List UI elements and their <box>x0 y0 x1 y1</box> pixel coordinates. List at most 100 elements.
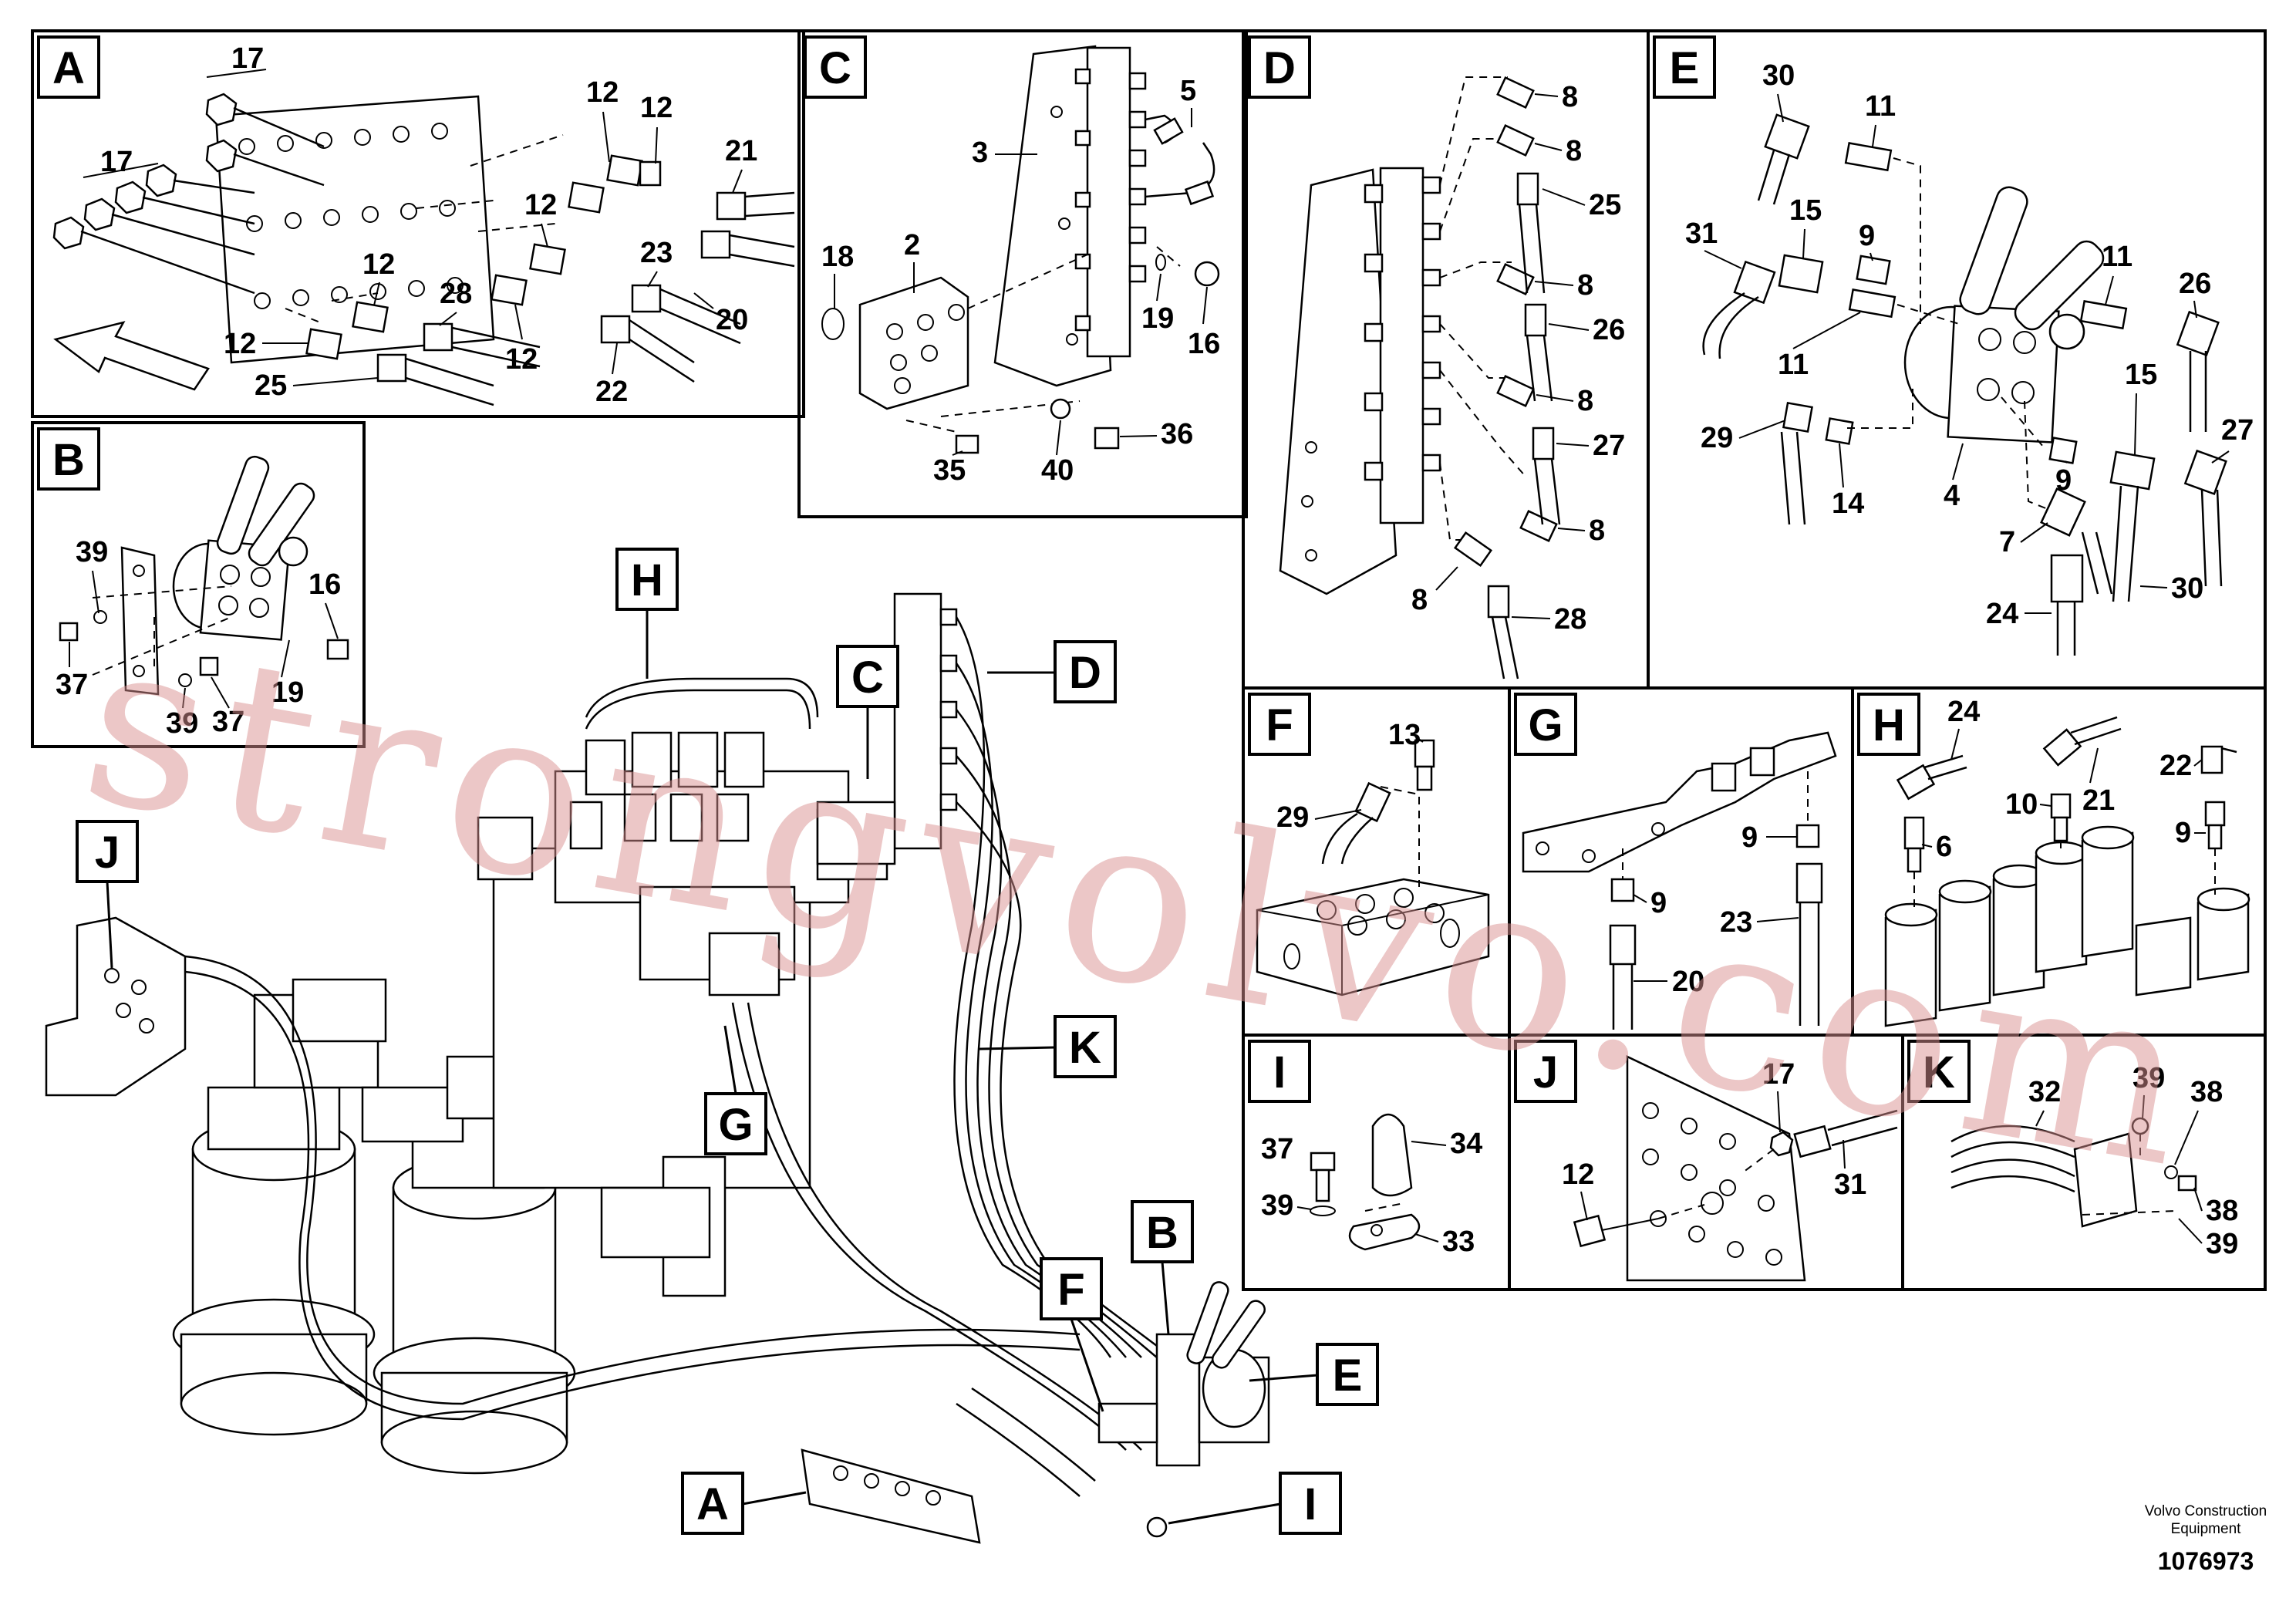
panel-j-plate <box>1626 1055 1806 1282</box>
panel-d-valve-block <box>1364 167 1441 524</box>
svg-text:9: 9 <box>1859 220 1875 252</box>
svg-text:26: 26 <box>1593 314 1625 346</box>
svg-text:39: 39 <box>166 707 198 740</box>
panel-d-label: D <box>1263 43 1296 93</box>
panel-h-label: H <box>1873 700 1905 750</box>
svg-text:39: 39 <box>1261 1189 1293 1222</box>
svg-text:4: 4 <box>1944 480 1960 512</box>
main-pilot-valve <box>1097 1281 1270 1538</box>
panel-d: D 8 8 <box>1242 29 1650 690</box>
svg-text:25: 25 <box>255 369 287 402</box>
svg-text:C: C <box>851 653 884 703</box>
panel-k: K 39 32 38 38 39 <box>1901 1034 2267 1291</box>
svg-text:27: 27 <box>2221 414 2254 447</box>
panel-i-label: I <box>1273 1047 1286 1098</box>
svg-text:I: I <box>1304 1479 1317 1529</box>
panel-d-hoses <box>1487 172 1561 679</box>
svg-text:G: G <box>718 1100 753 1150</box>
company-line-2: Equipment <box>2171 1521 2242 1537</box>
main-hoses <box>184 616 1173 1497</box>
panel-c-label: C <box>819 43 851 93</box>
panel-k-hose-bundle <box>1950 1125 2075 1193</box>
svg-text:36: 36 <box>1161 418 1193 450</box>
panel-a-direction-arrow <box>53 321 210 391</box>
svg-text:12: 12 <box>224 328 256 360</box>
main-callout-e: E <box>1249 1343 1379 1406</box>
svg-text:9: 9 <box>2175 817 2191 849</box>
main-callout-c: C <box>836 645 899 779</box>
svg-text:19: 19 <box>1141 302 1174 335</box>
main-callout-j: J <box>76 820 139 969</box>
svg-text:20: 20 <box>1672 966 1704 998</box>
panel-e-label: E <box>1670 43 1700 93</box>
svg-text:10: 10 <box>2005 788 2038 821</box>
svg-text:29: 29 <box>1276 801 1309 834</box>
svg-text:35: 35 <box>933 454 966 487</box>
svg-text:E: E <box>1333 1351 1363 1401</box>
svg-text:25: 25 <box>1589 189 1621 221</box>
panel-e-callouts: 30 11 31 15 9 11 26 11 15 27 29 14 4 9 7… <box>1685 59 2254 630</box>
svg-text:23: 23 <box>640 237 673 269</box>
main-j-bracket <box>45 916 187 1097</box>
panel-c-port-block <box>858 276 969 410</box>
panel-i-clamp <box>1371 1113 1413 1197</box>
svg-text:8: 8 <box>1562 81 1578 113</box>
svg-text:12: 12 <box>1562 1158 1594 1191</box>
main-callout-g: G <box>704 1025 767 1155</box>
panel-e-hoses <box>1702 150 2223 656</box>
svg-text:33: 33 <box>1442 1226 1475 1258</box>
svg-text:39: 39 <box>2132 1062 2165 1094</box>
panel-g-label: G <box>1528 700 1563 750</box>
svg-text:14: 14 <box>1832 487 1864 520</box>
svg-text:17: 17 <box>231 42 264 75</box>
panel-b-lever-2 <box>248 482 315 567</box>
panel-e: E <box>1647 29 2267 690</box>
svg-text:17: 17 <box>1762 1058 1795 1091</box>
svg-text:17: 17 <box>100 146 133 178</box>
svg-text:D: D <box>1069 648 1101 698</box>
main-callout-i: I <box>1168 1472 1342 1535</box>
svg-text:15: 15 <box>2125 359 2157 391</box>
panel-h-cylinders <box>1884 825 2250 1027</box>
panel-f: F 13 29 <box>1242 686 1511 1037</box>
svg-text:11: 11 <box>1778 349 1809 381</box>
main-a-plate <box>801 1448 981 1544</box>
svg-text:27: 27 <box>1593 430 1625 462</box>
panel-e-lever-1 <box>1959 186 2028 315</box>
svg-text:31: 31 <box>1685 218 1718 250</box>
svg-text:38: 38 <box>2206 1195 2238 1227</box>
svg-text:6: 6 <box>1936 831 1952 863</box>
svg-text:18: 18 <box>821 241 854 273</box>
svg-text:13: 13 <box>1388 719 1421 751</box>
panel-a-bulkhead-plate <box>214 95 495 364</box>
main-callout-h: H <box>615 548 679 679</box>
svg-text:8: 8 <box>1411 584 1428 616</box>
svg-text:B: B <box>1146 1208 1178 1258</box>
main-callout-d: D <box>987 640 1117 703</box>
svg-text:2: 2 <box>904 229 920 261</box>
svg-text:8: 8 <box>1577 385 1593 417</box>
panel-b-callouts: 39 16 37 39 37 19 <box>56 536 341 740</box>
svg-text:J: J <box>95 828 120 878</box>
svg-text:34: 34 <box>1450 1128 1482 1160</box>
svg-text:32: 32 <box>2028 1076 2061 1108</box>
panel-c: C 5 3 18 2 19 16 <box>797 29 1248 518</box>
svg-text:31: 31 <box>1834 1168 1866 1201</box>
panel-k-bracket <box>2073 1132 2138 1228</box>
svg-text:8: 8 <box>1589 514 1605 547</box>
svg-text:20: 20 <box>716 304 748 336</box>
panel-e-lever-2 <box>2014 240 2105 331</box>
svg-text:38: 38 <box>2190 1076 2223 1108</box>
svg-text:16: 16 <box>1188 328 1220 360</box>
svg-text:23: 23 <box>1720 906 1752 939</box>
svg-text:37: 37 <box>56 669 88 701</box>
svg-text:7: 7 <box>1999 526 2015 558</box>
svg-text:37: 37 <box>1261 1133 1293 1165</box>
svg-text:21: 21 <box>725 135 757 167</box>
panel-f-block <box>1256 878 1490 996</box>
panel-a-label: A <box>52 43 85 93</box>
svg-text:15: 15 <box>1789 194 1822 227</box>
panel-d-callouts: 8 8 25 8 26 8 27 8 8 28 <box>1411 81 1625 636</box>
panel-a-plate-holes <box>238 123 464 309</box>
svg-text:8: 8 <box>1566 135 1582 167</box>
